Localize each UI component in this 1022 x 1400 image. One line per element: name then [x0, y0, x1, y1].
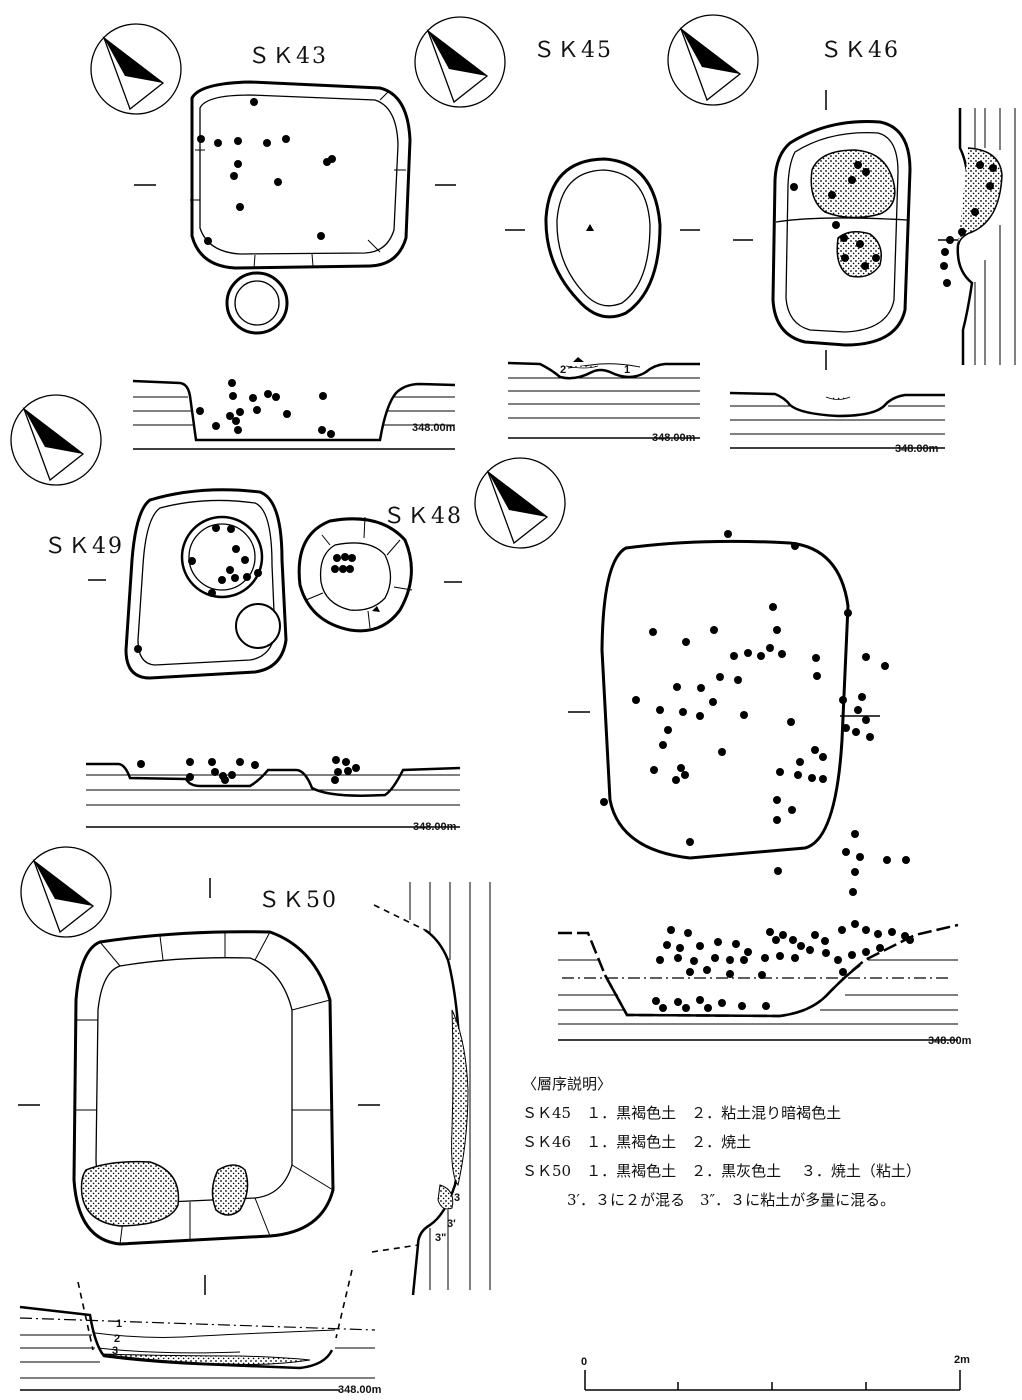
- sk50-side-section: [371, 882, 491, 1296]
- sk50-section: [19, 1269, 376, 1391]
- layer-number: 1: [116, 1318, 123, 1330]
- scale-bar: [584, 1370, 961, 1391]
- legend-row: 3′．３に２が混る 3″．３に粘土が多量に混る。: [522, 1186, 921, 1215]
- layer-number: 3': [447, 1218, 456, 1230]
- north-arrow-icon: [20, 846, 112, 938]
- scale-end-label: 2m: [954, 1354, 970, 1366]
- sk49-sk48-section: [86, 762, 461, 828]
- sk45-label: ＳＫ45: [533, 38, 613, 63]
- sk43-plan: [134, 80, 456, 335]
- elevation-label: 348.00m: [928, 1035, 972, 1047]
- large-pit-section: [558, 923, 959, 1041]
- layer-number: 3: [454, 1192, 461, 1204]
- large-pit-artifact-dots: [600, 530, 910, 896]
- sk46-side-dots: [940, 161, 997, 287]
- legend-feature: ＳＫ50: [522, 1162, 572, 1180]
- sk43-label: ＳＫ43: [248, 44, 328, 69]
- legend-text: １．黒褐色土 ２．粘土混り暗褐色土: [586, 1104, 842, 1122]
- north-arrow-icon: [90, 23, 182, 115]
- layer-number: 2: [114, 1333, 121, 1345]
- sk46-plan: [733, 90, 958, 370]
- legend-row: ＳＫ50 １．黒褐色土 ２．黒灰色土 ３．焼土（粘土）: [522, 1157, 921, 1186]
- sk49-label: ＳＫ49: [44, 534, 124, 559]
- sk45-plan: [505, 157, 700, 319]
- elevation-label: 348.00m: [895, 443, 939, 455]
- sk48-plan: [297, 516, 462, 633]
- legend-title: 〈層序説明〉: [522, 1075, 613, 1093]
- sk43-section-dots: [196, 379, 335, 438]
- legend-feature: ＳＫ45: [522, 1104, 572, 1122]
- elevation-label: 348.00m: [412, 422, 456, 434]
- north-arrow-icon: [10, 394, 102, 486]
- sk46-side-section: [956, 108, 1016, 365]
- sk46-label: ＳＫ46: [820, 38, 900, 63]
- legend-text: １．黒褐色土 ２．黒灰色土 ３．焼土（粘土）: [586, 1162, 921, 1180]
- stratigraphy-legend: 〈層序説明〉 ＳＫ45 １．黒褐色土 ２．粘土混り暗褐色土 ＳＫ46 １．黒褐色…: [522, 1070, 921, 1215]
- sk43-artifact-dots: [197, 98, 336, 245]
- legend-row: ＳＫ45 １．黒褐色土 ２．粘土混り暗褐色土: [522, 1099, 921, 1128]
- layer-number: 1: [624, 364, 631, 376]
- sk45-section: [507, 357, 700, 439]
- elevation-label: 348.00m: [338, 1384, 382, 1396]
- north-arrow-icon: [667, 14, 759, 106]
- north-arrow-icon: [414, 16, 506, 108]
- sk46-artifact-dots: [790, 161, 880, 270]
- elevation-label: 348.00m: [652, 432, 696, 444]
- large-pit-section-dots: [652, 920, 914, 1012]
- layer-number: 2: [560, 364, 567, 376]
- sk43-section: [132, 379, 456, 450]
- layer-number: 3": [435, 1232, 447, 1244]
- sk50-label: ＳＫ50: [258, 888, 338, 913]
- legend-text: 3′．３に２が混る 3″．３に粘土が多量に混る。: [537, 1191, 896, 1209]
- legend-feature: ＳＫ46: [522, 1133, 572, 1151]
- large-pit-plan: [568, 539, 880, 860]
- scale-start-label: 0: [581, 1356, 588, 1368]
- sk49-plan: [88, 488, 288, 680]
- sk49-sk48-section-dots: [137, 756, 360, 784]
- sk46-section: [729, 391, 945, 449]
- sk49-sk48-artifact-dots: [134, 524, 356, 653]
- north-arrow-icon: [474, 457, 566, 549]
- elevation-label: 348.00m: [413, 821, 457, 833]
- sk50-plan: [18, 878, 380, 1295]
- legend-text: １．黒褐色土 ２．焼土: [586, 1133, 752, 1151]
- layer-number: 3: [112, 1345, 119, 1357]
- sk48-label: ＳＫ48: [383, 504, 463, 529]
- legend-row: ＳＫ46 １．黒褐色土 ２．焼土: [522, 1128, 921, 1157]
